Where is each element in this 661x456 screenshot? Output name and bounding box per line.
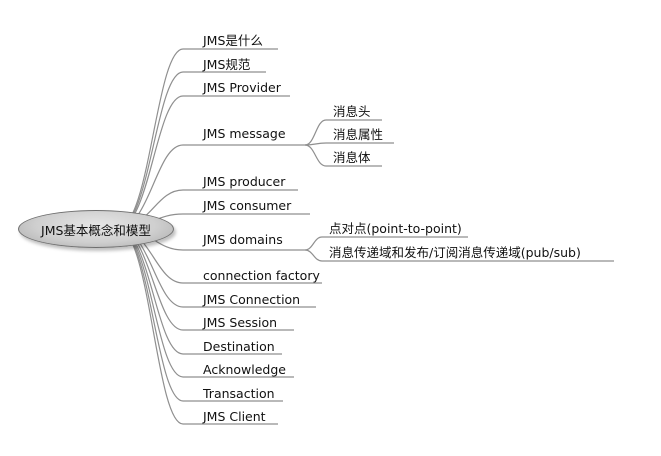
branch-connection-factory[interactable]: connection factory (203, 268, 320, 283)
branch-transaction[interactable]: Transaction (203, 386, 275, 401)
message-child-connector-3 (304, 144, 382, 167)
leaf-point-to-point[interactable]: 点对点(point-to-point) (329, 221, 462, 236)
branch-jms-what[interactable]: JMS是什么 (203, 33, 263, 48)
branch-jms-consumer[interactable]: JMS consumer (203, 198, 292, 213)
domains-child-connector-2 (304, 249, 614, 262)
branch-destination[interactable]: Destination (203, 339, 275, 354)
leaf-message-header[interactable]: 消息头 (333, 104, 371, 119)
root-node[interactable]: JMS基本概念和模型 (18, 210, 174, 248)
branch-jms-session[interactable]: JMS Session (203, 315, 278, 330)
leaf-pub-sub[interactable]: 消息传递域和发布/订阅消息传递域(pub/sub) (329, 245, 581, 260)
branch-jms-connection[interactable]: JMS Connection (203, 292, 301, 307)
message-child-connector-2 (304, 142, 394, 146)
branch-jms-producer[interactable]: JMS producer (203, 174, 286, 189)
branch-jms-message[interactable]: JMS message (203, 126, 286, 141)
root-node-label: JMS基本概念和模型 (41, 222, 151, 238)
message-child-connector-1 (304, 119, 382, 146)
branch-jms-domains[interactable]: JMS domains (203, 232, 283, 247)
branch-jms-spec[interactable]: JMS规范 (203, 57, 251, 72)
leaf-message-body[interactable]: 消息体 (333, 150, 371, 165)
branch-jms-client[interactable]: JMS Client (203, 409, 266, 424)
branch-acknowledge[interactable]: Acknowledge (203, 362, 286, 377)
leaf-message-properties[interactable]: 消息属性 (333, 127, 384, 142)
branch-jms-provider[interactable]: JMS Provider (203, 80, 281, 95)
domains-child-connector-1 (304, 236, 468, 251)
